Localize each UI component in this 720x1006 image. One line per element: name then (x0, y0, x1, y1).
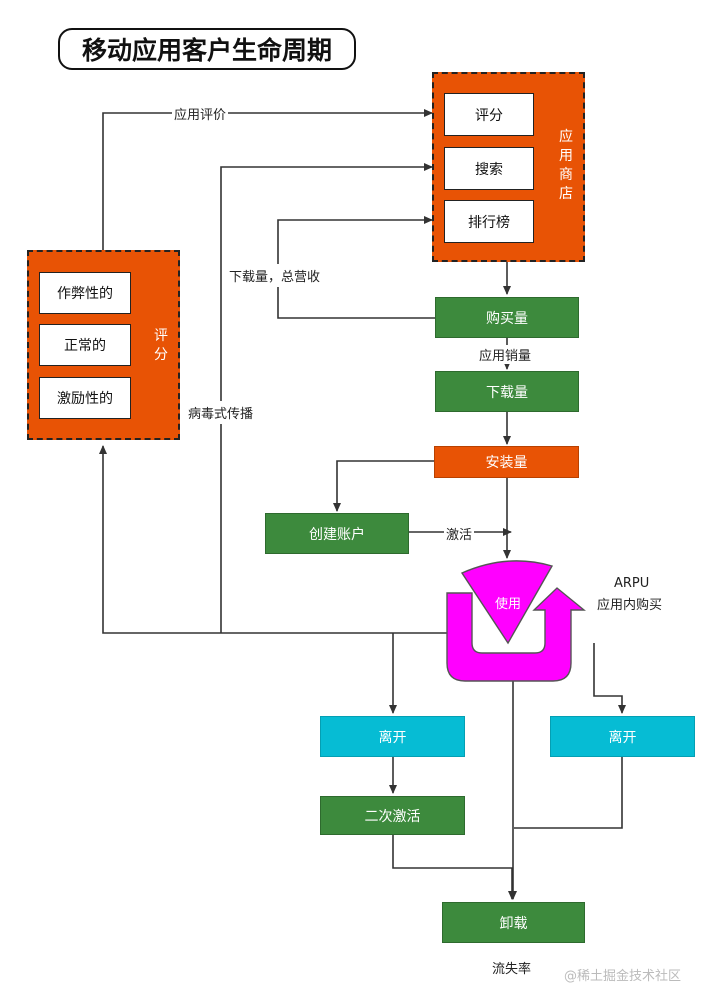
watermark-text: @稀土掘金技术社区 (564, 969, 682, 984)
edge-use-leave2 (593, 643, 626, 714)
download-node: 下载量 (435, 371, 579, 412)
store-item-rating: 评分 (444, 93, 534, 136)
edge-reactivate-uninstall (392, 835, 516, 900)
rating-item-incentive: 激励性的 (39, 377, 131, 419)
create-account-node: 创建账户 (265, 513, 409, 554)
edge-app-review (102, 109, 433, 250)
edge-label-viral: 病毒式传播 (188, 401, 254, 424)
edge-label-activate: 激活 (444, 524, 475, 543)
store-item-search: 搜索 (444, 147, 534, 190)
edge-install-account (333, 460, 434, 512)
store-item-ranking: 排行榜 (444, 200, 534, 243)
install-node: 安装量 (434, 446, 579, 478)
rating-label: 评分 (154, 328, 168, 363)
purchase-node: 购买量 (435, 297, 579, 338)
uninstall-node: 卸载 (442, 902, 585, 943)
edge-use-rating (99, 445, 447, 634)
edge-leave2-uninstall (514, 757, 623, 829)
edge-label-iap: 应用内购买 (597, 598, 663, 613)
page-title: 移动应用客户生命周期 (58, 28, 356, 70)
edge-label-downloads-revenue: 下载量，总营收 (229, 264, 321, 287)
reactivate-node: 二次激活 (320, 796, 465, 835)
rating-item-normal: 正常的 (39, 324, 131, 366)
edge-label-churn: 流失率 (492, 962, 532, 977)
app-store-label: 应用商店 (559, 129, 573, 202)
edge-label-app-review: 应用评价 (172, 104, 229, 123)
edge-label-arpu: ARPU (614, 576, 650, 591)
rating-item-cheating: 作弊性的 (39, 272, 131, 314)
edge-viral (220, 163, 433, 633)
usage-loop-icon (446, 560, 586, 682)
use-label: 使用 (494, 596, 521, 612)
edge-label-app-sales: 应用销量 (479, 345, 532, 364)
leave-node-1: 离开 (320, 716, 465, 757)
leave-node-2: 离开 (550, 716, 695, 757)
